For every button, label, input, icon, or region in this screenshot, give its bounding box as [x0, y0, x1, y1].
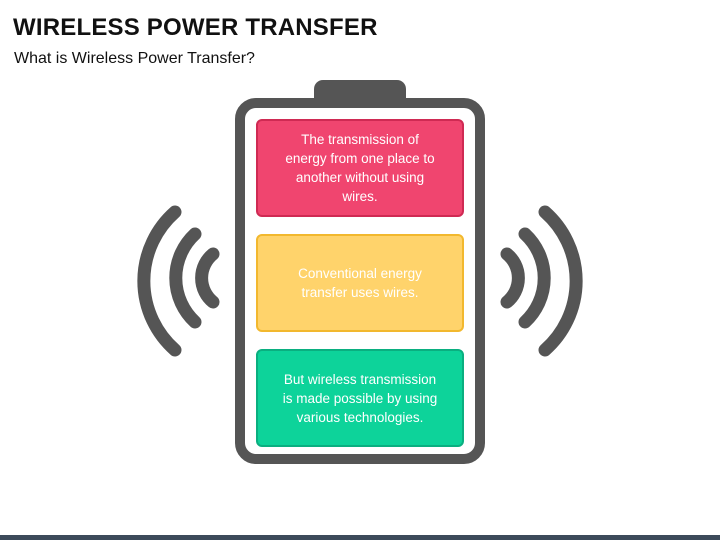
footer-bar [0, 535, 720, 540]
signal-wave-left-middle [169, 227, 202, 329]
info-card-wireless-text: But wireless transmission is made possib… [282, 371, 438, 425]
info-card-conventional: Conventional energy transfer uses wires. [256, 234, 464, 332]
info-card-conventional-text: Conventional energy transfer uses wires. [298, 266, 422, 300]
signal-wave-left-outer [137, 205, 182, 357]
signal-wave-right-inner [500, 247, 525, 309]
page-title: WIRELESS POWER TRANSFER [13, 14, 378, 41]
info-card-definition-text: The transmission of energy from one plac… [285, 132, 435, 204]
signal-waves-left-icon [137, 205, 220, 357]
signal-wave-left-inner [195, 247, 220, 309]
signal-wave-right-middle [518, 227, 551, 329]
info-card-wireless: But wireless transmission is made possib… [256, 349, 464, 447]
page-subtitle: What is Wireless Power Transfer? [14, 50, 255, 67]
signal-waves-right-icon [500, 205, 583, 357]
info-card-definition: The transmission of energy from one plac… [256, 119, 464, 217]
signal-wave-right-outer [538, 205, 583, 357]
